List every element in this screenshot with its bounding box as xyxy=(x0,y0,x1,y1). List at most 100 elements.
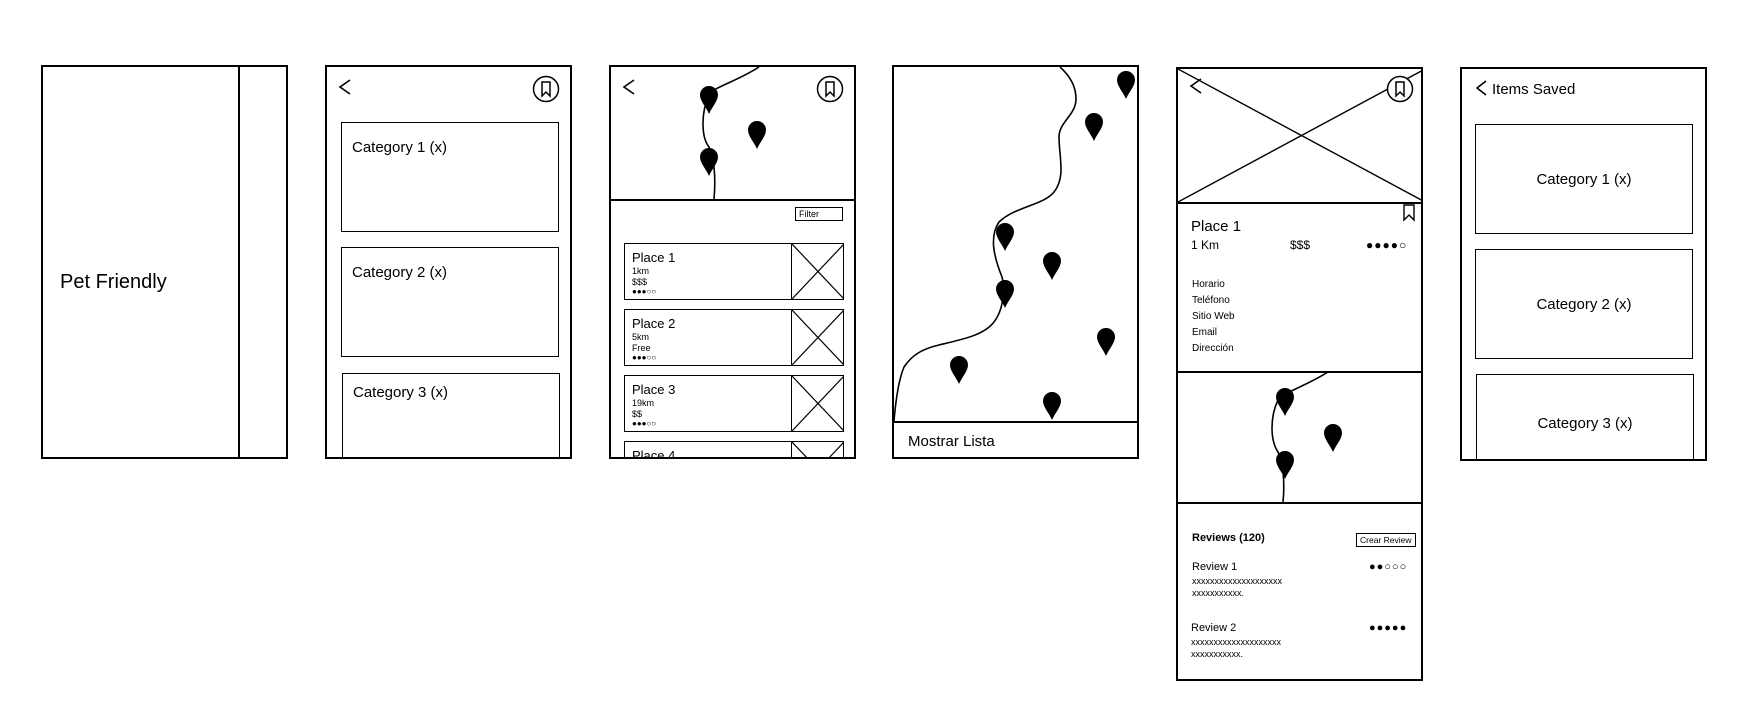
place-price: $$$ xyxy=(1290,238,1311,252)
review-rating: ●●●●● xyxy=(1369,622,1408,634)
category-card-2[interactable]: Category 2 (x) xyxy=(341,247,559,357)
place-distance: 1km xyxy=(632,266,650,276)
review-text: xxxxxxxxxxx. xyxy=(1191,649,1244,659)
saved-category-card-2[interactable]: Category 2 (x) xyxy=(1475,249,1693,359)
chevron-left-icon xyxy=(622,79,635,95)
back-button[interactable] xyxy=(1188,77,1204,95)
chevron-left-icon xyxy=(1475,80,1487,96)
image-placeholder-icon xyxy=(791,376,844,431)
info-row-email[interactable]: Email xyxy=(1192,327,1218,338)
map-pin-icon[interactable] xyxy=(1096,327,1116,357)
review-text: xxxxxxxxxxxxxxxxxxxx xyxy=(1192,576,1282,586)
place-card-3[interactable]: Place 3 19km $$ ●●●○○ xyxy=(624,375,844,432)
bookmark-button[interactable] xyxy=(816,75,844,103)
map-pin-icon[interactable] xyxy=(1275,387,1295,417)
screen-map-list: Filter Place 1 1km $$$ ●●●○○ Place 2 5km… xyxy=(609,65,856,459)
map-area[interactable] xyxy=(611,67,854,199)
save-place-button[interactable] xyxy=(1402,204,1416,222)
place-name: Place 4 xyxy=(632,448,676,459)
show-list-label: Mostrar Lista xyxy=(908,433,995,450)
place-distance: 1 Km xyxy=(1191,238,1220,252)
place-rating: ●●●○○ xyxy=(632,353,657,362)
category-card-1[interactable]: Category 1 (x) xyxy=(341,122,559,232)
splash-divider xyxy=(238,67,240,457)
splash-title: Pet Friendly xyxy=(60,271,167,293)
bookmark-icon xyxy=(816,75,844,103)
review-rating: ●●○○○ xyxy=(1369,561,1408,573)
info-row-phone[interactable]: Teléfono xyxy=(1192,295,1230,306)
image-placeholder-icon xyxy=(791,310,844,365)
image-placeholder-icon xyxy=(791,244,844,299)
review-title: Review 1 xyxy=(1192,561,1238,573)
screen-items-saved: Items Saved Category 1 (x) Category 2 (x… xyxy=(1460,67,1707,461)
mini-map-area[interactable] xyxy=(1178,372,1421,502)
map-pin-icon[interactable] xyxy=(1323,423,1343,453)
filter-button[interactable]: Filter xyxy=(795,207,843,221)
map-pin-icon[interactable] xyxy=(949,355,969,385)
info-row-website[interactable]: Sitio Web xyxy=(1192,311,1235,322)
info-row-address[interactable]: Dirección xyxy=(1192,343,1234,354)
place-distance: 19km xyxy=(632,398,655,408)
image-placeholder-icon xyxy=(791,442,844,457)
place-rating: ●●●○○ xyxy=(632,287,657,296)
saved-category-card-1[interactable]: Category 1 (x) xyxy=(1475,124,1693,234)
review-text: xxxxxxxxxxxxxxxxxxxx xyxy=(1191,637,1281,647)
screen-full-map: Mostrar Lista xyxy=(892,65,1139,459)
place-name: Place 1 xyxy=(632,250,676,265)
place-price: $$ xyxy=(632,409,643,419)
map-pin-icon[interactable] xyxy=(995,279,1015,309)
map-pin-icon[interactable] xyxy=(1084,112,1104,142)
place-card-2[interactable]: Place 2 5km Free ●●●○○ xyxy=(624,309,844,366)
image-divider xyxy=(1178,202,1421,204)
screen-categories: Category 1 (x) Category 2 (x) Category 3… xyxy=(325,65,572,459)
reviews-title: Reviews (120) xyxy=(1192,532,1265,544)
chevron-left-icon xyxy=(338,79,351,95)
category-label: Category 1 (x) xyxy=(1536,171,1632,188)
category-label: Category 1 (x) xyxy=(352,139,448,156)
back-button[interactable] xyxy=(1474,79,1488,97)
place-rating: ●●●○○ xyxy=(632,419,657,428)
map-pin-icon[interactable] xyxy=(699,85,719,115)
image-placeholder-icon xyxy=(1178,69,1421,202)
info-row-hours: Horario xyxy=(1192,279,1225,290)
show-list-bar[interactable]: Mostrar Lista xyxy=(894,421,1137,457)
map-pin-icon[interactable] xyxy=(1116,70,1136,100)
map-pin-icon[interactable] xyxy=(699,147,719,177)
place-card-4[interactable]: Place 4 xyxy=(624,441,844,459)
chevron-left-icon xyxy=(1189,78,1202,94)
back-button[interactable] xyxy=(621,78,637,96)
category-card-3[interactable]: Category 3 (x) xyxy=(342,373,560,457)
bookmark-button[interactable] xyxy=(532,75,560,103)
bookmark-icon xyxy=(1386,75,1414,103)
category-label: Category 2 (x) xyxy=(1536,296,1632,313)
place-name: Place 2 xyxy=(632,316,676,331)
bookmark-icon xyxy=(532,75,560,103)
map-list-divider xyxy=(611,199,854,201)
bookmark-button[interactable] xyxy=(1386,75,1414,103)
map-pin-icon[interactable] xyxy=(1042,251,1062,281)
info-map-divider xyxy=(1178,371,1421,373)
place-card-1[interactable]: Place 1 1km $$$ ●●●○○ xyxy=(624,243,844,300)
create-review-button[interactable]: Crear Review xyxy=(1356,533,1416,547)
bookmark-icon xyxy=(1403,204,1415,222)
screen-place-detail: Place 1 1 Km $$$ ●●●●○ Horario Teléfono … xyxy=(1176,67,1423,681)
map-area[interactable] xyxy=(894,67,1137,421)
category-label: Category 3 (x) xyxy=(353,384,449,401)
screen-splash: Pet Friendly xyxy=(41,65,288,459)
map-pin-icon[interactable] xyxy=(995,222,1015,252)
map-pin-icon[interactable] xyxy=(1275,450,1295,480)
map-pin-icon[interactable] xyxy=(1042,391,1062,421)
place-distance: 5km xyxy=(632,332,650,342)
category-label: Category 3 (x) xyxy=(1537,415,1633,432)
place-price: $$$ xyxy=(632,277,648,287)
place-price: Free xyxy=(632,343,651,353)
back-button[interactable] xyxy=(337,78,353,96)
place-rating: ●●●●○ xyxy=(1366,238,1408,252)
review-text: xxxxxxxxxxx. xyxy=(1192,588,1245,598)
place-name: Place 1 xyxy=(1191,218,1242,235)
saved-category-card-3[interactable]: Category 3 (x) xyxy=(1476,374,1694,459)
category-label: Category 2 (x) xyxy=(352,264,448,281)
map-pin-icon[interactable] xyxy=(747,120,767,150)
place-name: Place 3 xyxy=(632,382,676,397)
review-title: Review 2 xyxy=(1191,622,1237,634)
